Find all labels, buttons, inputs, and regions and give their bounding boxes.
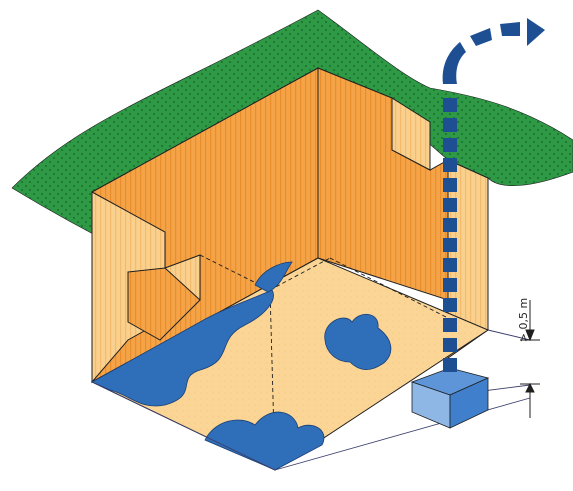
pump-sump-icon <box>412 368 488 428</box>
dimension-label: > 0,5 m <box>517 298 530 342</box>
